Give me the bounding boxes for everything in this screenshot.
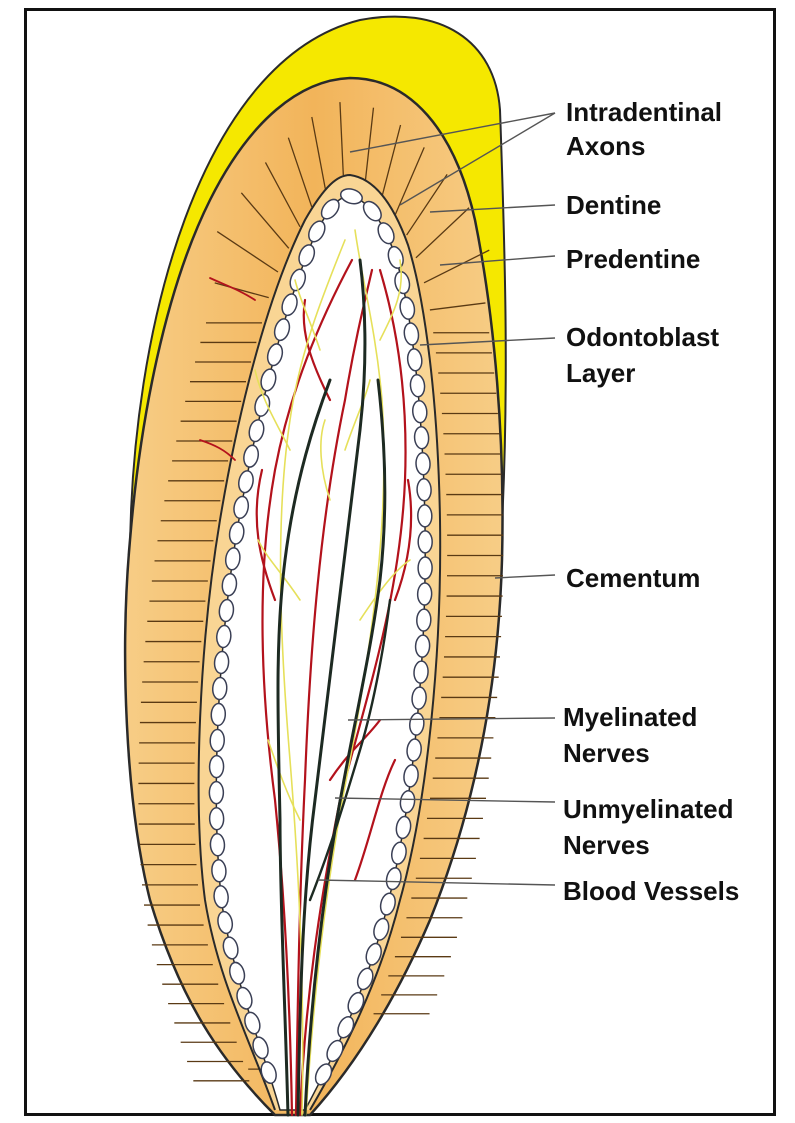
label-axons: Axons [566,131,645,161]
odontoblast-cell [210,833,225,856]
odontoblast-cell [211,703,226,726]
label-myelinated-nerves: Nerves [563,738,650,768]
odontoblast-cell [209,755,223,777]
labels: Intradentinal Axons Dentine Predentine O… [563,97,739,906]
odontoblast-cell [210,729,225,751]
label-blood-vessels: Blood Vessels [563,876,739,906]
odontoblast-cell [414,426,429,449]
label-unmyelinated-nerves: Nerves [563,830,650,860]
label-predentine: Predentine [566,244,700,274]
odontoblast-cell [209,782,223,804]
odontoblast-cell [417,583,432,605]
odontoblast-cell [418,557,432,579]
odontoblast-cell [415,635,430,658]
label-myelinated: Myelinated [563,702,697,732]
odontoblast-cell [209,808,223,830]
odontoblast-cell [417,479,432,501]
label-cementum: Cementum [566,563,700,593]
odontoblast-cell [416,609,431,632]
odontoblast-cell [416,452,431,475]
odontoblast-cell [418,531,432,553]
odontoblast-cell [418,505,432,527]
label-dentine: Dentine [566,190,661,220]
odontoblast-cell [212,677,227,700]
label-odontoblast: Odontoblast [566,322,719,352]
label-unmyelinated: Unmyelinated [563,794,734,824]
label-layer: Layer [566,358,635,388]
label-intradentinal: Intradentinal [566,97,722,127]
